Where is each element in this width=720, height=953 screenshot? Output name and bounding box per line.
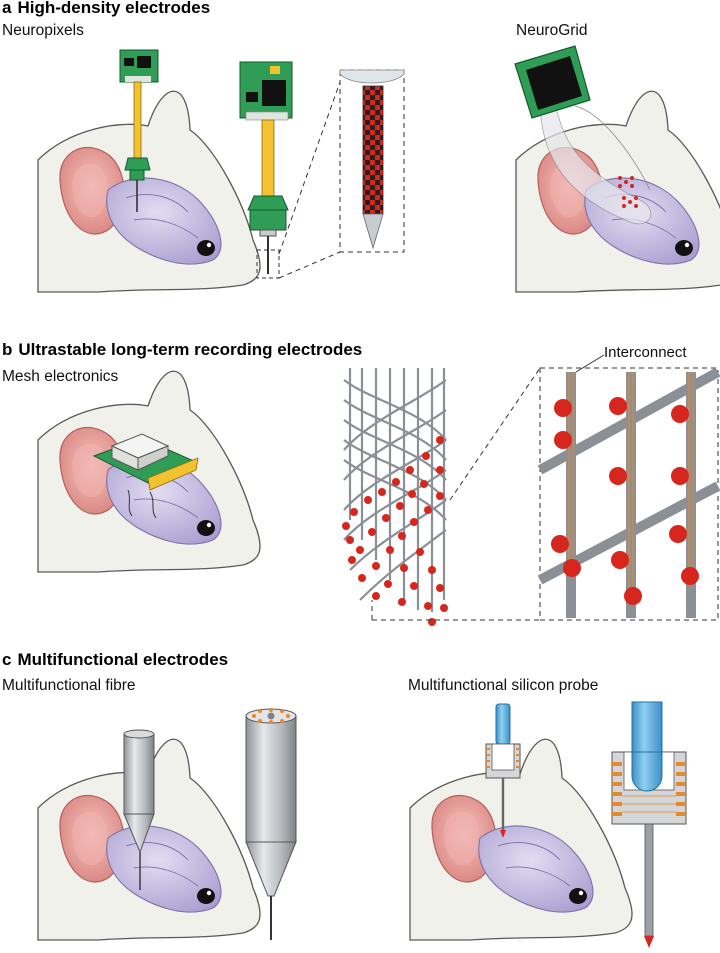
silicon-probe-mouse xyxy=(409,738,633,941)
panel-b-title-text: Ultrastable long-term recording electrod… xyxy=(18,340,363,359)
neurogrid-electrodes xyxy=(618,176,638,208)
silicon-probe-implanted xyxy=(485,703,521,838)
neuropixels-implanted-probe xyxy=(119,49,159,212)
mesh-electronics-label: Mesh electronics xyxy=(2,368,119,385)
neurogrid-device xyxy=(514,45,652,225)
panel-b-title: b Ultrastable long-term recording electro… xyxy=(2,340,362,360)
mesh-electrodes xyxy=(342,436,448,626)
neurogrid-label: NeuroGrid xyxy=(516,22,588,39)
multifunctional-silicon-probe-label: Multifunctional silicon probe xyxy=(408,677,599,694)
panel-c-title-text: Multifunctional electrodes xyxy=(17,650,229,669)
neuropixels-shank-zoom xyxy=(339,69,405,253)
panel-c-letter: c xyxy=(2,650,12,669)
zoom-line-lower xyxy=(278,251,341,279)
multifunctional-fibre xyxy=(245,708,297,940)
panel-c-title: c Multifunctional electrodes xyxy=(2,650,228,670)
neuropixels-probe xyxy=(239,61,293,279)
panel-a-title-text: High-density electrodes xyxy=(17,0,211,17)
multifunctional-silicon-probe xyxy=(611,701,687,948)
multifunctional-fibre-label: Multifunctional fibre xyxy=(2,677,136,694)
panel-b-letter: b xyxy=(2,340,13,359)
panel-a-title: a High-density electrodes xyxy=(2,0,210,18)
panel-a-letter: a xyxy=(2,0,12,17)
neuropixels-label: Neuropixels xyxy=(2,22,84,39)
zoom-line-upper xyxy=(278,81,341,255)
neuropixels-mouse xyxy=(37,90,261,293)
interconnect-label: Interconnect xyxy=(604,344,687,361)
mesh-implant xyxy=(92,433,199,519)
fibre-implanted xyxy=(123,729,155,890)
mesh-zoom xyxy=(371,354,720,621)
